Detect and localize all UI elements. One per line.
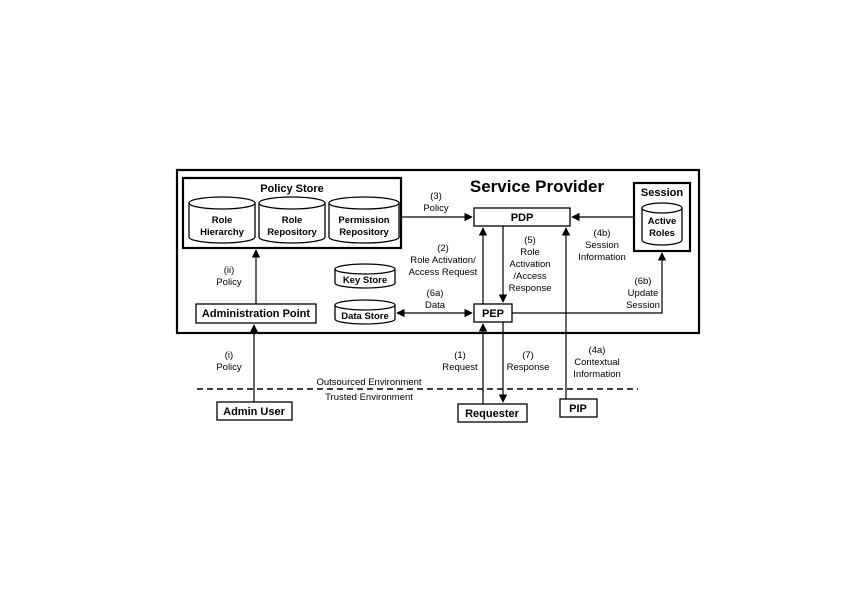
label-ii-policy: (ii) Policy (216, 265, 242, 288)
trusted-environment-label: Trusted Environment (325, 392, 413, 403)
label-5-num: (5) (524, 235, 536, 246)
pep-label: PEP (482, 308, 504, 320)
active-roles-label-1: Active (648, 216, 677, 227)
role-hierarchy-label-2: Hierarchy (200, 227, 245, 238)
label-3-num: (3) (430, 191, 442, 202)
label-6b-line2: Session (626, 300, 660, 311)
pdp-label: PDP (511, 212, 534, 224)
pdp-box (473, 207, 571, 227)
pip-label: PIP (569, 403, 587, 415)
label-7-response: (7) Response (507, 350, 550, 373)
role-hierarchy-cylinder: Role Hierarchy (188, 196, 256, 244)
label-ii-text: Policy (216, 277, 242, 288)
pip-box (559, 398, 598, 418)
role-hierarchy-label-1: Role (212, 215, 233, 226)
role-repository-cylinder: Role Repository (258, 196, 326, 244)
active-roles-label-2: Roles (649, 228, 675, 239)
key-store-label: Key Store (343, 275, 387, 286)
label-6b-update-session: (6b) Update Session (626, 276, 660, 311)
administration-point-label: Administration Point (202, 308, 311, 320)
label-1-num: (1) (454, 350, 466, 361)
label-6a-data: (6a) Data (425, 288, 446, 311)
service-provider-title: Service Provider (470, 177, 605, 196)
label-1-request: (1) Request (442, 350, 478, 373)
policy-store-box (181, 176, 403, 250)
requester-label: Requester (465, 408, 520, 420)
role-repository-label-1: Role (282, 215, 303, 226)
requester-box (457, 403, 528, 423)
label-6a-num: (6a) (427, 288, 444, 299)
label-2-line2: Access Request (409, 267, 478, 278)
label-3-policy: (3) Policy (423, 191, 449, 214)
label-4a-num: (4a) (589, 345, 606, 356)
label-4a-line1: Contextual (574, 357, 619, 368)
outsourced-environment-label: Outsourced Environment (316, 377, 421, 388)
role-repository-label-2: Repository (267, 227, 317, 238)
label-4a-contextual-info: (4a) Contextual Information (573, 345, 621, 380)
key-store-cylinder: Key Store (334, 263, 396, 289)
label-1-text: Request (442, 362, 478, 373)
label-ii-num: (ii) (224, 265, 235, 276)
admin-user-label: Admin User (223, 406, 285, 418)
label-4a-line2: Information (573, 369, 621, 380)
label-5-line3: /Access (513, 271, 547, 282)
label-5-line4: Response (509, 283, 552, 294)
label-4b-num: (4b) (594, 228, 611, 239)
label-i-num: (i) (225, 350, 233, 361)
permission-repository-cylinder: Permission Repository (328, 196, 400, 244)
label-6a-text: Data (425, 300, 446, 311)
service-provider-box (175, 168, 701, 335)
session-title: Session (641, 187, 683, 199)
policy-store-title: Policy Store (260, 183, 324, 195)
label-7-num: (7) (522, 350, 534, 361)
label-2-line1: Role Activation/ (410, 255, 476, 266)
permission-repository-label-2: Repository (339, 227, 389, 238)
label-5-line2: Activation (509, 259, 550, 270)
label-5-line1: Role (520, 247, 540, 258)
label-2-num: (2) (437, 243, 449, 254)
label-4b-session-info: (4b) Session Information (578, 228, 626, 263)
data-store-cylinder: Data Store (334, 299, 396, 325)
label-2-role-activation: (2) Role Activation/ Access Request (409, 243, 478, 278)
permission-repository-label-1: Permission (338, 215, 389, 226)
label-5-response: (5) Role Activation /Access Response (509, 235, 552, 294)
label-6b-line1: Update (628, 288, 659, 299)
label-3-text: Policy (423, 203, 449, 214)
label-4b-line1: Session (585, 240, 619, 251)
label-i-policy: (i) Policy (216, 350, 242, 373)
label-i-text: Policy (216, 362, 242, 373)
active-roles-cylinder: Active Roles (641, 202, 683, 246)
label-6b-num: (6b) (635, 276, 652, 287)
data-store-label: Data Store (341, 311, 389, 322)
label-7-text: Response (507, 362, 550, 373)
label-4b-line2: Information (578, 252, 626, 263)
arrow-pep-to-session (512, 252, 667, 314)
